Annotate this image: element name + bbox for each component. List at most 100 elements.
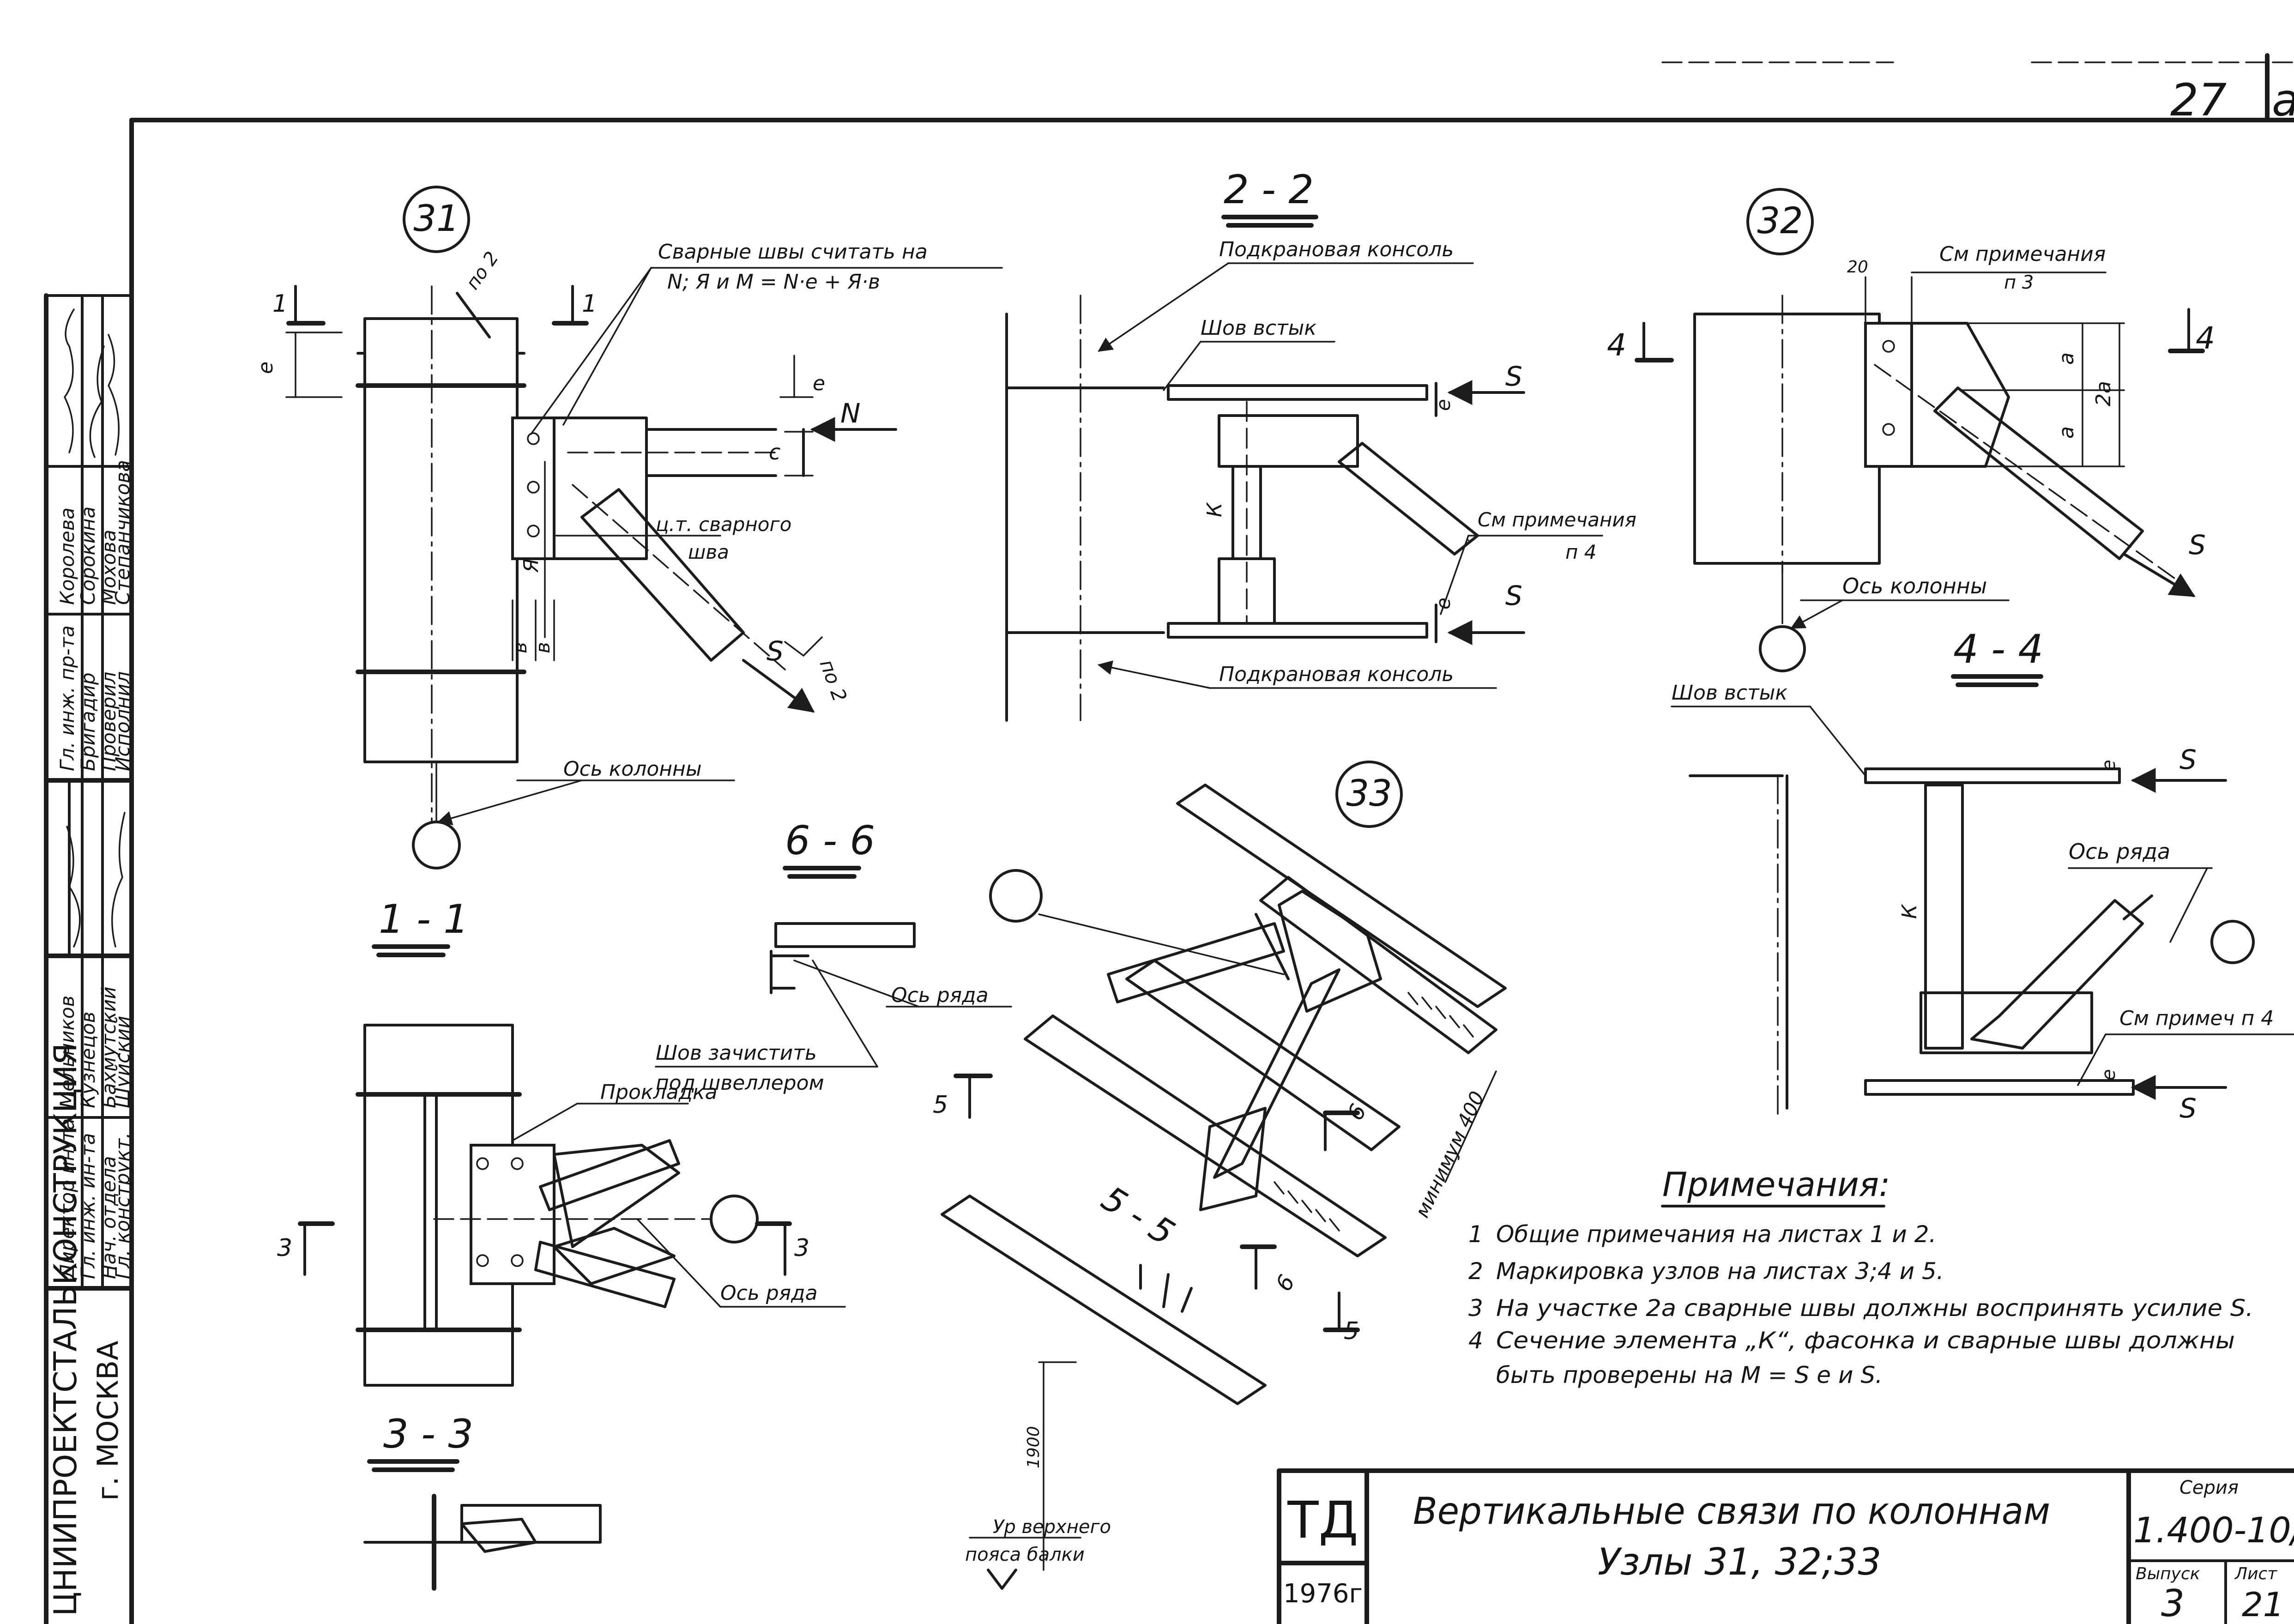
issue-label: Выпуск <box>2136 1564 2200 1583</box>
see-note-44: См примеч п 4 <box>2119 1007 2274 1030</box>
force-S-44a: S <box>2179 744 2197 775</box>
node-31: 31 с N S по 2 1 1 <box>254 186 1003 869</box>
node-33-label: 33 <box>1346 773 1392 815</box>
node-32-label: 32 <box>1757 200 1803 242</box>
section-1-1-title: 1 - 1 <box>379 896 469 942</box>
section-4-4: 4 - 4 Шов встык К S S е е Ось ряда См пр… <box>1671 626 2294 1124</box>
force-N: N <box>840 398 860 429</box>
issue-value: 3 <box>2161 1582 2185 1624</box>
dim-min400: минимум 400 <box>1411 1088 1489 1221</box>
stamp-role: Гл. конструкт. <box>111 1132 134 1279</box>
city: г. МОСКВА <box>91 1340 125 1501</box>
cut-4b: 4 <box>2196 320 2215 356</box>
row-axis-44: Ось ряда <box>2069 839 2170 864</box>
see-note-22-2: п 4 <box>1565 541 1597 563</box>
note-number: 3 <box>1468 1295 1483 1322</box>
stamp-role: Гл. инж. пр-та <box>56 625 78 771</box>
series-label: Серия <box>2179 1477 2239 1498</box>
stamp-role: Директор ин-та <box>56 1118 78 1280</box>
cut-3b: 3 <box>794 1234 809 1262</box>
po2-a: по 2 <box>462 248 503 294</box>
weld-center-2: шва <box>688 541 729 563</box>
beam-level-2: пояса балки <box>965 1544 1085 1565</box>
title-block: ТД 1976г Вертикальные связи по колоннам … <box>1277 1468 2294 1624</box>
force-S-31: S <box>767 635 784 667</box>
dim-a2: а <box>2055 426 2078 439</box>
element-K-44: К <box>1898 904 1921 919</box>
joint-weld-22: Шов встык <box>1201 316 1316 340</box>
node-31-label: 31 <box>413 198 459 240</box>
stamp-role: Гл. инж. ин-та <box>77 1133 99 1279</box>
note-text: Общие примечания на листах 1 и 2. <box>1496 1221 1936 1248</box>
cut-6b: 6 <box>1271 1271 1300 1296</box>
page-number: 27 <box>2170 74 2227 126</box>
weld-center-1: ц.т. сварного <box>656 513 791 536</box>
section-1-1: 1 - 1 3 3 Прокладка Шов зачистить под шв… <box>277 896 878 1387</box>
section-3-3-title: 3 - 3 <box>383 1411 473 1457</box>
notes-title: Примечания: <box>1662 1165 1890 1204</box>
notes: Примечания: 1 Общие примечания на листах… <box>1468 1165 2253 1389</box>
col-axis-32: Ось колонны <box>1842 574 1987 598</box>
clean-weld-1: Шов зачистить <box>656 1041 817 1065</box>
dim-e-left: е <box>254 362 278 374</box>
see-note-32-1: См примечания <box>1939 242 2106 266</box>
sheet-frame: 27 a <box>129 53 2294 1624</box>
dim-A: Я <box>519 558 543 573</box>
section-6-6-title: 6 - 6 <box>785 818 875 864</box>
dim-e-22a: е <box>1432 399 1455 411</box>
dim-b1: в <box>508 642 531 653</box>
po2-b: по 2 <box>815 657 851 705</box>
node-33: 33 5 - 5 5 5 6 6 минимум 4 <box>933 761 1507 1590</box>
signatures <box>64 308 126 948</box>
cut-1b: 1 <box>582 290 597 318</box>
row-axis-11: Ось ряда <box>720 1281 818 1305</box>
section-6-6: 6 - 6 Ось ряда <box>770 818 1012 1008</box>
beam-level-1: Ур верхнего <box>993 1516 1111 1538</box>
note-number: 4 <box>1468 1327 1483 1354</box>
stamp-role: Бригадир <box>77 672 99 771</box>
cut-5a: 5 <box>933 1091 948 1119</box>
stamp-role: Проверил <box>97 672 120 771</box>
year: 1976г <box>1283 1579 1363 1609</box>
dim-2a: 2а <box>2092 381 2115 406</box>
stamp-name: Бахмутский <box>97 987 120 1108</box>
row-axis-66: Ось ряда <box>891 984 989 1007</box>
col-axis-31: Ось колонны <box>563 757 702 781</box>
list-label: Лист <box>2234 1564 2277 1583</box>
organization: ЦНИИПРОЕКТСТАЛЬКОНСТРУКЦИЯ <box>48 1043 84 1616</box>
dim-e-44b: е <box>2098 1069 2119 1081</box>
section-3-3: 3 - 3 <box>363 1411 602 1591</box>
section-5-5-title: 5 - 5 <box>1094 1178 1181 1253</box>
node-32: 32 S 20 См примечания п 3 а а 2а 4 4 Ось… <box>1607 188 2215 672</box>
td-mark: ТД <box>1287 1491 1358 1550</box>
stamp-name: Сорокина <box>77 507 99 605</box>
see-note-22-1: См примечания <box>1478 508 1636 531</box>
weld-note-1: Сварные швы считать на <box>658 240 928 264</box>
dim-a1: а <box>2055 352 2078 365</box>
weld-note-2: N; Я и М = N·е + Я·в <box>667 270 880 294</box>
force-S-32: S <box>2189 529 2206 561</box>
list-value: 21 <box>2242 1585 2284 1624</box>
cut-1a: 1 <box>272 290 288 318</box>
note-text: Сечение элемента „К“, фасонка и сварные … <box>1496 1327 2235 1354</box>
cut-4a: 4 <box>1607 327 1626 363</box>
see-note-32-2: п 3 <box>2004 272 2034 293</box>
dim-e-mid: е <box>813 372 825 395</box>
section-2-2-title: 2 - 2 <box>1224 167 1314 213</box>
stamp-name: Кузнецов <box>77 1012 99 1108</box>
dim-b2: в <box>531 642 554 653</box>
clean-weld-2: под швеллером <box>656 1071 824 1095</box>
stamp-name: Шуйский <box>111 1016 134 1108</box>
sheet-title-2: Узлы 31, 32;33 <box>1598 1540 1881 1583</box>
joint-weld-44: Шов встык <box>1672 681 1787 705</box>
dim-20: 20 <box>1847 258 1868 277</box>
note-text: Маркировка узлов на листах 3;4 и 5. <box>1496 1258 1944 1285</box>
section-2-2: 2 - 2 S S е е К Подкрановая консоль Шов … <box>1005 167 1636 722</box>
stamp-name: Мельников <box>56 996 78 1108</box>
force-S-22b: S <box>1505 580 1522 611</box>
stamp-name: Королева <box>56 507 78 605</box>
stamp-name: Степанчикова <box>111 460 134 605</box>
force-S-44b: S <box>2179 1093 2197 1124</box>
crane-console-bottom: Подкрановая консоль <box>1219 663 1454 686</box>
